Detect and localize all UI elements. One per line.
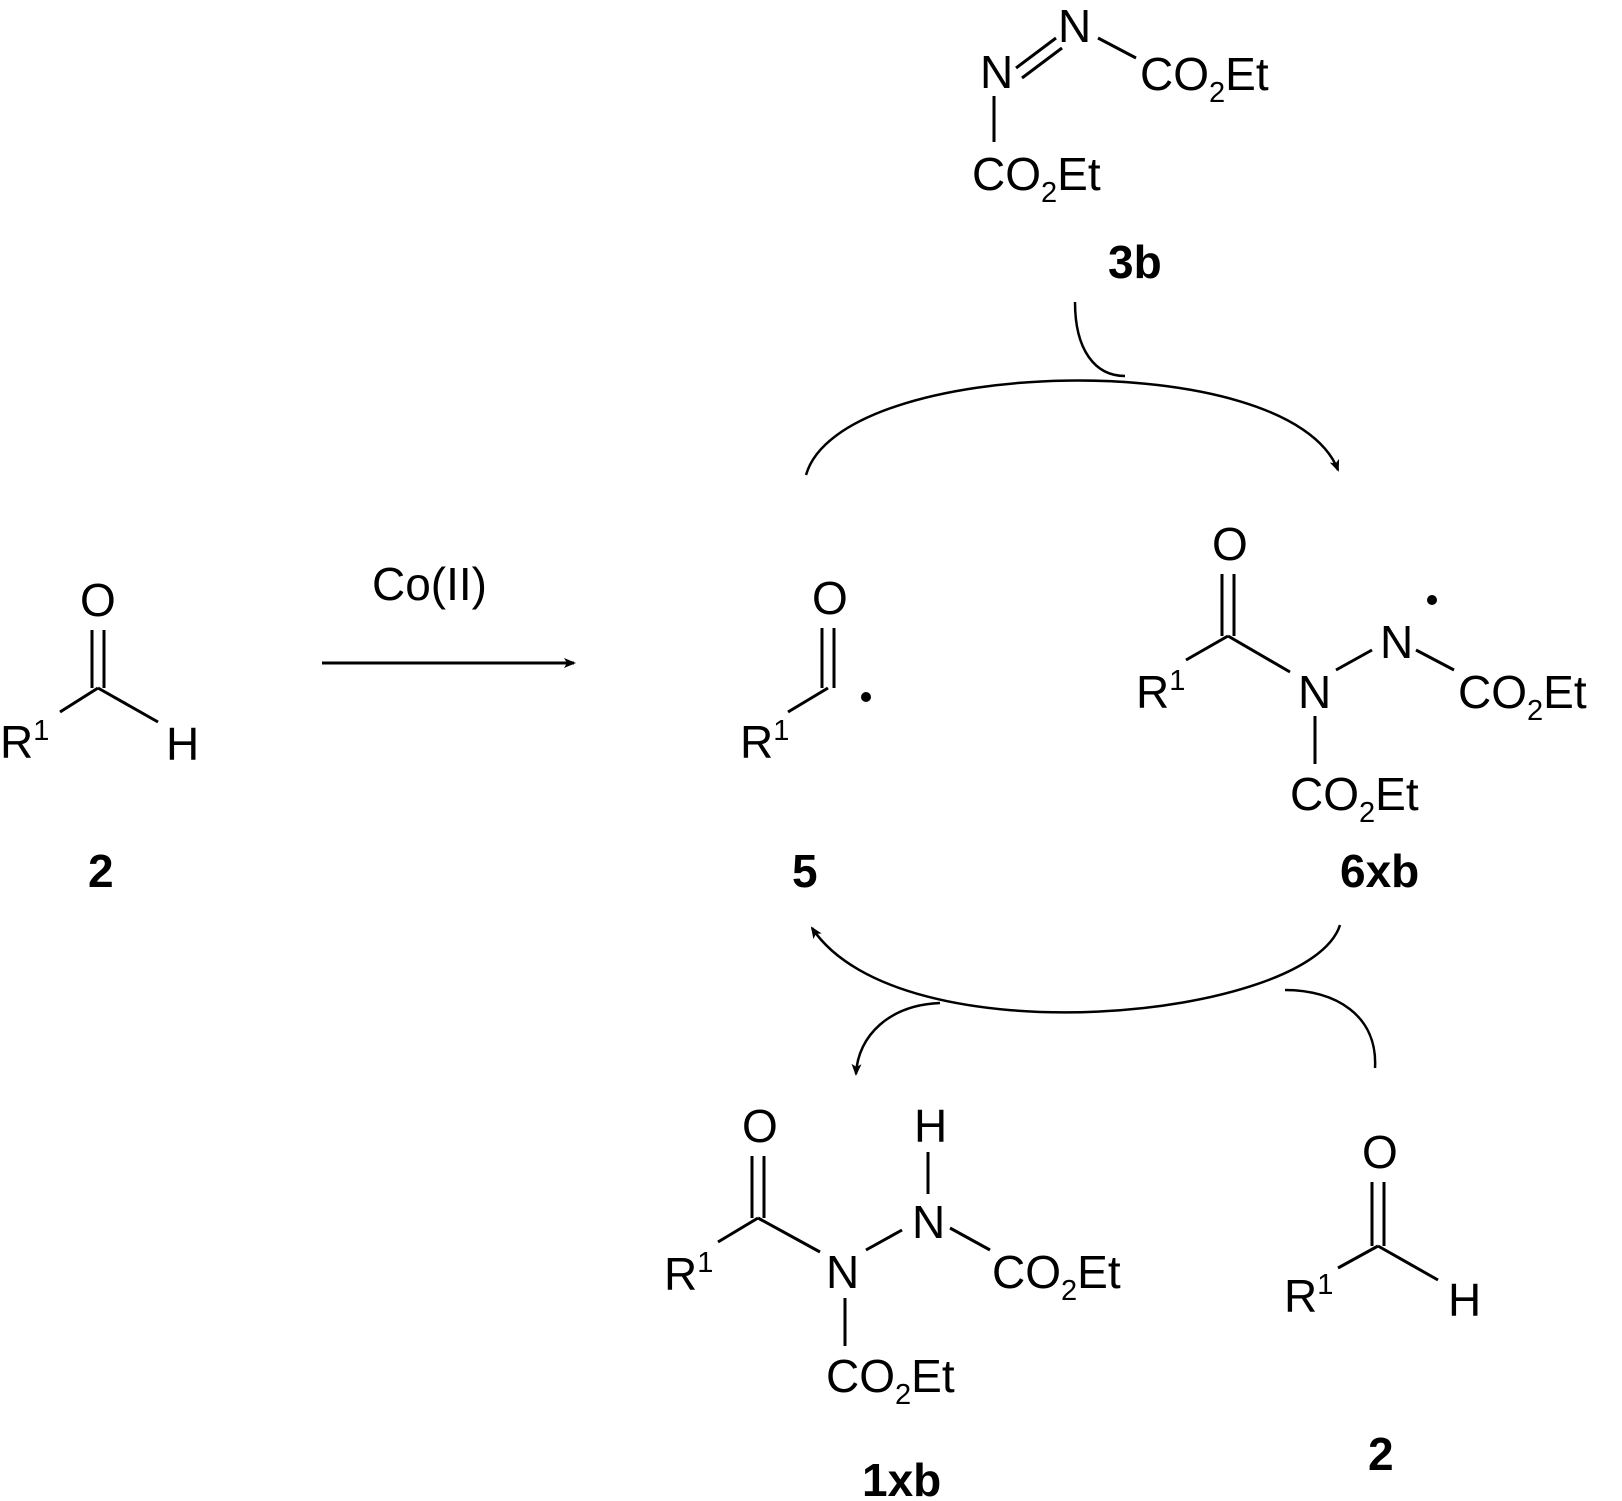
oxygen-atom: O (80, 574, 116, 626)
r-group: R1 (1284, 1269, 1333, 1322)
compound-label-5: 5 (792, 845, 818, 897)
r-c-bond (1337, 1244, 1379, 1270)
nitrogen-atom: N (826, 1246, 859, 1298)
compound-label-2: 2 (88, 845, 114, 897)
compound-label-1xb: 1xb (862, 1454, 941, 1501)
aldehyde-entry-arrow (1284, 988, 1377, 1069)
nitrogen-atom: N (912, 1196, 945, 1248)
ester-group: CO2Et (1458, 666, 1587, 727)
n-c-bond (949, 1226, 991, 1252)
ester-group: CO2Et (972, 148, 1101, 209)
catalytic-cycle (804, 301, 1377, 1076)
c-h-bond (1377, 1244, 1439, 1282)
ester-group: CO2Et (992, 1246, 1121, 1307)
r-group: R1 (1136, 665, 1185, 718)
r-group: R1 (664, 1247, 713, 1300)
r-c-bond (717, 1216, 759, 1244)
hydrogen-atom: H (166, 718, 199, 770)
n-n-double-bond (1015, 36, 1057, 70)
r-c-bond (787, 686, 829, 714)
n-n-bond (1335, 648, 1373, 672)
radical-dot (1427, 595, 1437, 605)
hydrogen-atom: H (1448, 1274, 1481, 1326)
ester-group: CO2Et (826, 1350, 955, 1411)
oxygen-atom: O (812, 572, 848, 624)
aldehyde-2-left: O R1 H 2 (0, 574, 199, 897)
ester-group: CO2Et (1140, 48, 1269, 109)
aldehyde-2-bottom: O R1 H 2 (1284, 1126, 1481, 1480)
compound-label-3b: 3b (1108, 236, 1162, 288)
nitrogen-atom: N (1058, 0, 1091, 52)
oxygen-atom: O (742, 1100, 778, 1152)
compound-label-2-bottom: 2 (1368, 1428, 1394, 1480)
nitrogen-atom: N (980, 46, 1013, 98)
n-c-bond (1097, 36, 1137, 60)
c-n-bond (757, 1216, 821, 1254)
oxygen-atom: O (1212, 518, 1248, 570)
ester-group: CO2Et (1290, 768, 1419, 829)
nitrogen-atom: N (1380, 616, 1413, 668)
hydrogen-atom: H (914, 1100, 947, 1152)
reaction-arrow: Co(II) (322, 558, 576, 668)
hydrazyl-radical-6xb: O R1 N N CO2Et CO2Et 6xb (1136, 518, 1587, 897)
r-group: R1 (740, 715, 789, 768)
compound-label-6xb: 6xb (1340, 845, 1419, 897)
r-group: R1 (0, 715, 49, 768)
product-exit-arrow (851, 1001, 941, 1076)
acyl-radical-5: O R1 5 (740, 572, 871, 897)
r-c-bond (59, 686, 99, 714)
cycle-arrow-top (804, 379, 1340, 476)
n-n-bond (865, 1228, 903, 1252)
c-h-bond (97, 686, 159, 724)
oxygen-atom: O (1362, 1126, 1398, 1178)
reagent-entry-arrow (1073, 301, 1126, 378)
radical-dot (861, 692, 871, 702)
azodicarboxylate-3b: N N CO2Et CO2Et 3b (972, 0, 1269, 288)
c-n-bond (1227, 634, 1291, 674)
r-c-bond (1185, 634, 1229, 662)
n-n-double-bond (1021, 46, 1063, 80)
cycle-arrow-bottom (810, 924, 1342, 1014)
n-c-bond (1415, 648, 1455, 672)
product-1xb: O R1 N N H CO2Et CO2Et 1xb (664, 1100, 1121, 1501)
nitrogen-atom: N (1298, 666, 1331, 718)
catalyst-label: Co(II) (372, 558, 487, 610)
